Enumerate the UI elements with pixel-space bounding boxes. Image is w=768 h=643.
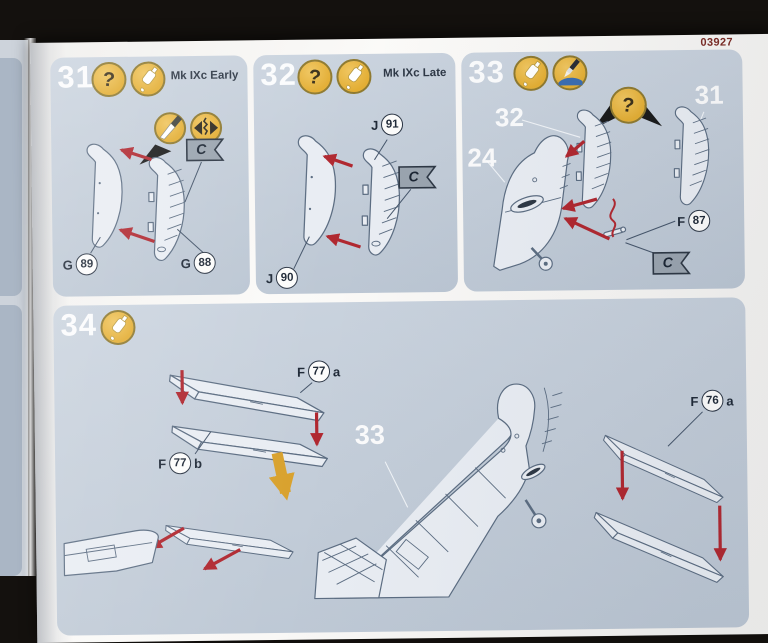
subassembly-ref-32: 32: [495, 102, 524, 133]
part-letter: J: [266, 271, 273, 286]
instruction-sheet: 03927 31 ? Mk IXc Early: [30, 34, 768, 643]
subassembly-ref-24: 24: [467, 142, 496, 173]
part-letter: J: [371, 117, 378, 132]
color-flag: C: [652, 251, 692, 276]
previous-page-panel: [0, 305, 22, 576]
part-suffix: a: [726, 393, 733, 408]
part-label-f76a: F 76 a: [690, 389, 733, 412]
part-number: 91: [381, 113, 403, 135]
part-letter: F: [677, 214, 685, 229]
flag-letter: C: [657, 254, 679, 270]
part-number: 90: [276, 267, 298, 289]
step-31-panel: 31 ? Mk IXc Early: [50, 55, 250, 296]
part-label-g88: G 88: [181, 252, 216, 274]
part-number: 88: [194, 252, 216, 274]
step-33-panel: 33: [461, 49, 745, 291]
part-suffix: b: [194, 455, 202, 470]
part-letter: F: [690, 393, 698, 408]
subassembly-ref-31: 31: [695, 80, 724, 111]
photo-scene: { "page": { "kit_number": "03927" }, "ic…: [0, 0, 768, 576]
part-label-f87: F 87: [677, 210, 710, 232]
part-number: 76: [701, 390, 723, 412]
part-number: 87: [688, 210, 710, 232]
color-flag: C: [185, 138, 225, 163]
part-number: 77: [169, 452, 191, 474]
color-flag: C: [398, 165, 438, 190]
subassembly-ref-33: 33: [355, 420, 385, 451]
part-number: 89: [76, 253, 98, 275]
step-32-panel: 32 ? Mk IXc Late: [253, 53, 458, 294]
previous-page-panel: [0, 58, 22, 296]
part-number: 77: [308, 360, 330, 382]
part-letter: F: [158, 456, 166, 471]
flag-letter: C: [190, 141, 212, 157]
part-label-j90: J 90: [266, 267, 299, 289]
kit-number: 03927: [700, 36, 733, 48]
part-letter: G: [63, 257, 73, 272]
step-34-panel: 34: [53, 297, 749, 635]
part-label-f77a: F 77 a: [297, 360, 340, 383]
part-letter: G: [181, 256, 191, 271]
flag-letter: C: [403, 168, 425, 184]
part-label-j91: J 91: [371, 113, 404, 135]
part-label-g89: G 89: [63, 253, 98, 275]
part-label-f77b: F 77 b: [158, 452, 202, 475]
question-glyph: ?: [621, 94, 636, 115]
part-suffix: a: [333, 364, 340, 379]
part-letter: F: [297, 364, 305, 379]
